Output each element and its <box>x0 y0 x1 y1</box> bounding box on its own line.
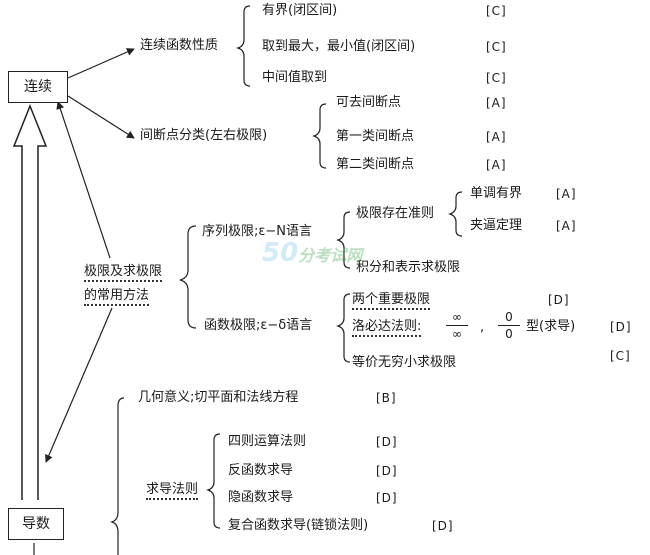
brace-sequence <box>336 211 351 269</box>
continuity-prop-item: 取到最大，最小值(闭区间) <box>262 39 416 54</box>
fraction-separator: , <box>480 320 485 335</box>
rule-item: 四则运算法则 <box>228 434 307 449</box>
hollow-arrow-derivative-to-continuity <box>12 103 48 500</box>
arrow-to-discontinuity <box>67 95 135 139</box>
rule-grade: [D] <box>432 519 454 533</box>
geometry-meaning: 几何意义;切平面和法线方程 <box>138 390 299 405</box>
derivative-node: 导数 <box>8 508 64 540</box>
continuity-prop-item: 中间值取到 <box>262 70 328 85</box>
function-limit-title: 函数极限;ε−δ语言 <box>204 318 313 333</box>
rule-grade: [D] <box>376 464 398 478</box>
brace-derivative <box>110 397 125 555</box>
criteria-title: 极限存在准则 <box>356 206 435 221</box>
rule-grade: [D] <box>376 491 398 505</box>
limits-title-line2: 的常用方法 <box>84 288 150 306</box>
criteria-item: 单调有界 <box>470 186 523 201</box>
sequence-limit-title: 序列极限;ε−N语言 <box>202 224 313 239</box>
function-grade: [C] <box>610 349 631 363</box>
discontinuity-grade: [A] <box>486 130 507 144</box>
criteria-grade: [A] <box>556 219 577 233</box>
fraction-inf-inf: ∞ ∞ <box>446 311 468 340</box>
arrow-to-continuity-props <box>67 48 135 79</box>
geometry-grade: [B] <box>376 391 397 405</box>
brace-function <box>336 293 351 363</box>
continuity-props-title: 连续函数性质 <box>140 38 219 53</box>
continuity-prop-grade: [C] <box>486 71 507 85</box>
discontinuity-grade: [A] <box>486 158 507 172</box>
continuity-node: 连续 <box>8 71 68 103</box>
lhopital-suffix: 型(求导) <box>526 319 576 334</box>
function-grade: [D] <box>548 293 570 307</box>
limits-title-line1: 极限及求极限 <box>84 264 163 282</box>
watermark-logo: 50分考试网 <box>262 238 363 268</box>
integral-limit: 积分和表示求极限 <box>356 260 461 275</box>
rule-item: 复合函数求导(链锁法则) <box>228 518 369 533</box>
arrow-limits-to-continuity <box>56 101 111 259</box>
brace-limits <box>179 225 197 329</box>
brace-rules <box>206 433 221 529</box>
continuity-prop-item: 有界(闭区间) <box>262 3 338 18</box>
rule-grade: [D] <box>376 435 398 449</box>
discontinuity-grade: [A] <box>486 96 507 110</box>
lhopital-label: 洛必达法则: <box>352 319 422 337</box>
function-item: 两个重要极限 <box>352 292 431 310</box>
rules-title: 求导法则 <box>146 482 199 500</box>
discontinuity-title: 间断点分类(左右极限) <box>140 128 268 143</box>
brace-continuity-props <box>236 5 251 87</box>
arrow-limits-to-derivative <box>45 307 113 463</box>
rule-item: 反函数求导 <box>228 463 294 478</box>
rule-item: 隐函数求导 <box>228 490 294 505</box>
discontinuity-item: 第一类间断点 <box>336 129 415 144</box>
continuity-prop-grade: [C] <box>486 40 507 54</box>
continuity-prop-grade: [C] <box>486 4 507 18</box>
criteria-grade: [A] <box>556 187 577 201</box>
brace-discontinuity <box>312 103 327 169</box>
fraction-zero-zero: 0 0 <box>498 311 520 340</box>
criteria-item: 夹逼定理 <box>470 218 523 233</box>
discontinuity-item: 第二类间断点 <box>336 157 415 172</box>
function-item: 等价无穷小求极限 <box>352 355 457 370</box>
function-grade: [D] <box>610 320 632 334</box>
brace-criteria <box>448 191 463 237</box>
discontinuity-item: 可去间断点 <box>336 95 402 110</box>
